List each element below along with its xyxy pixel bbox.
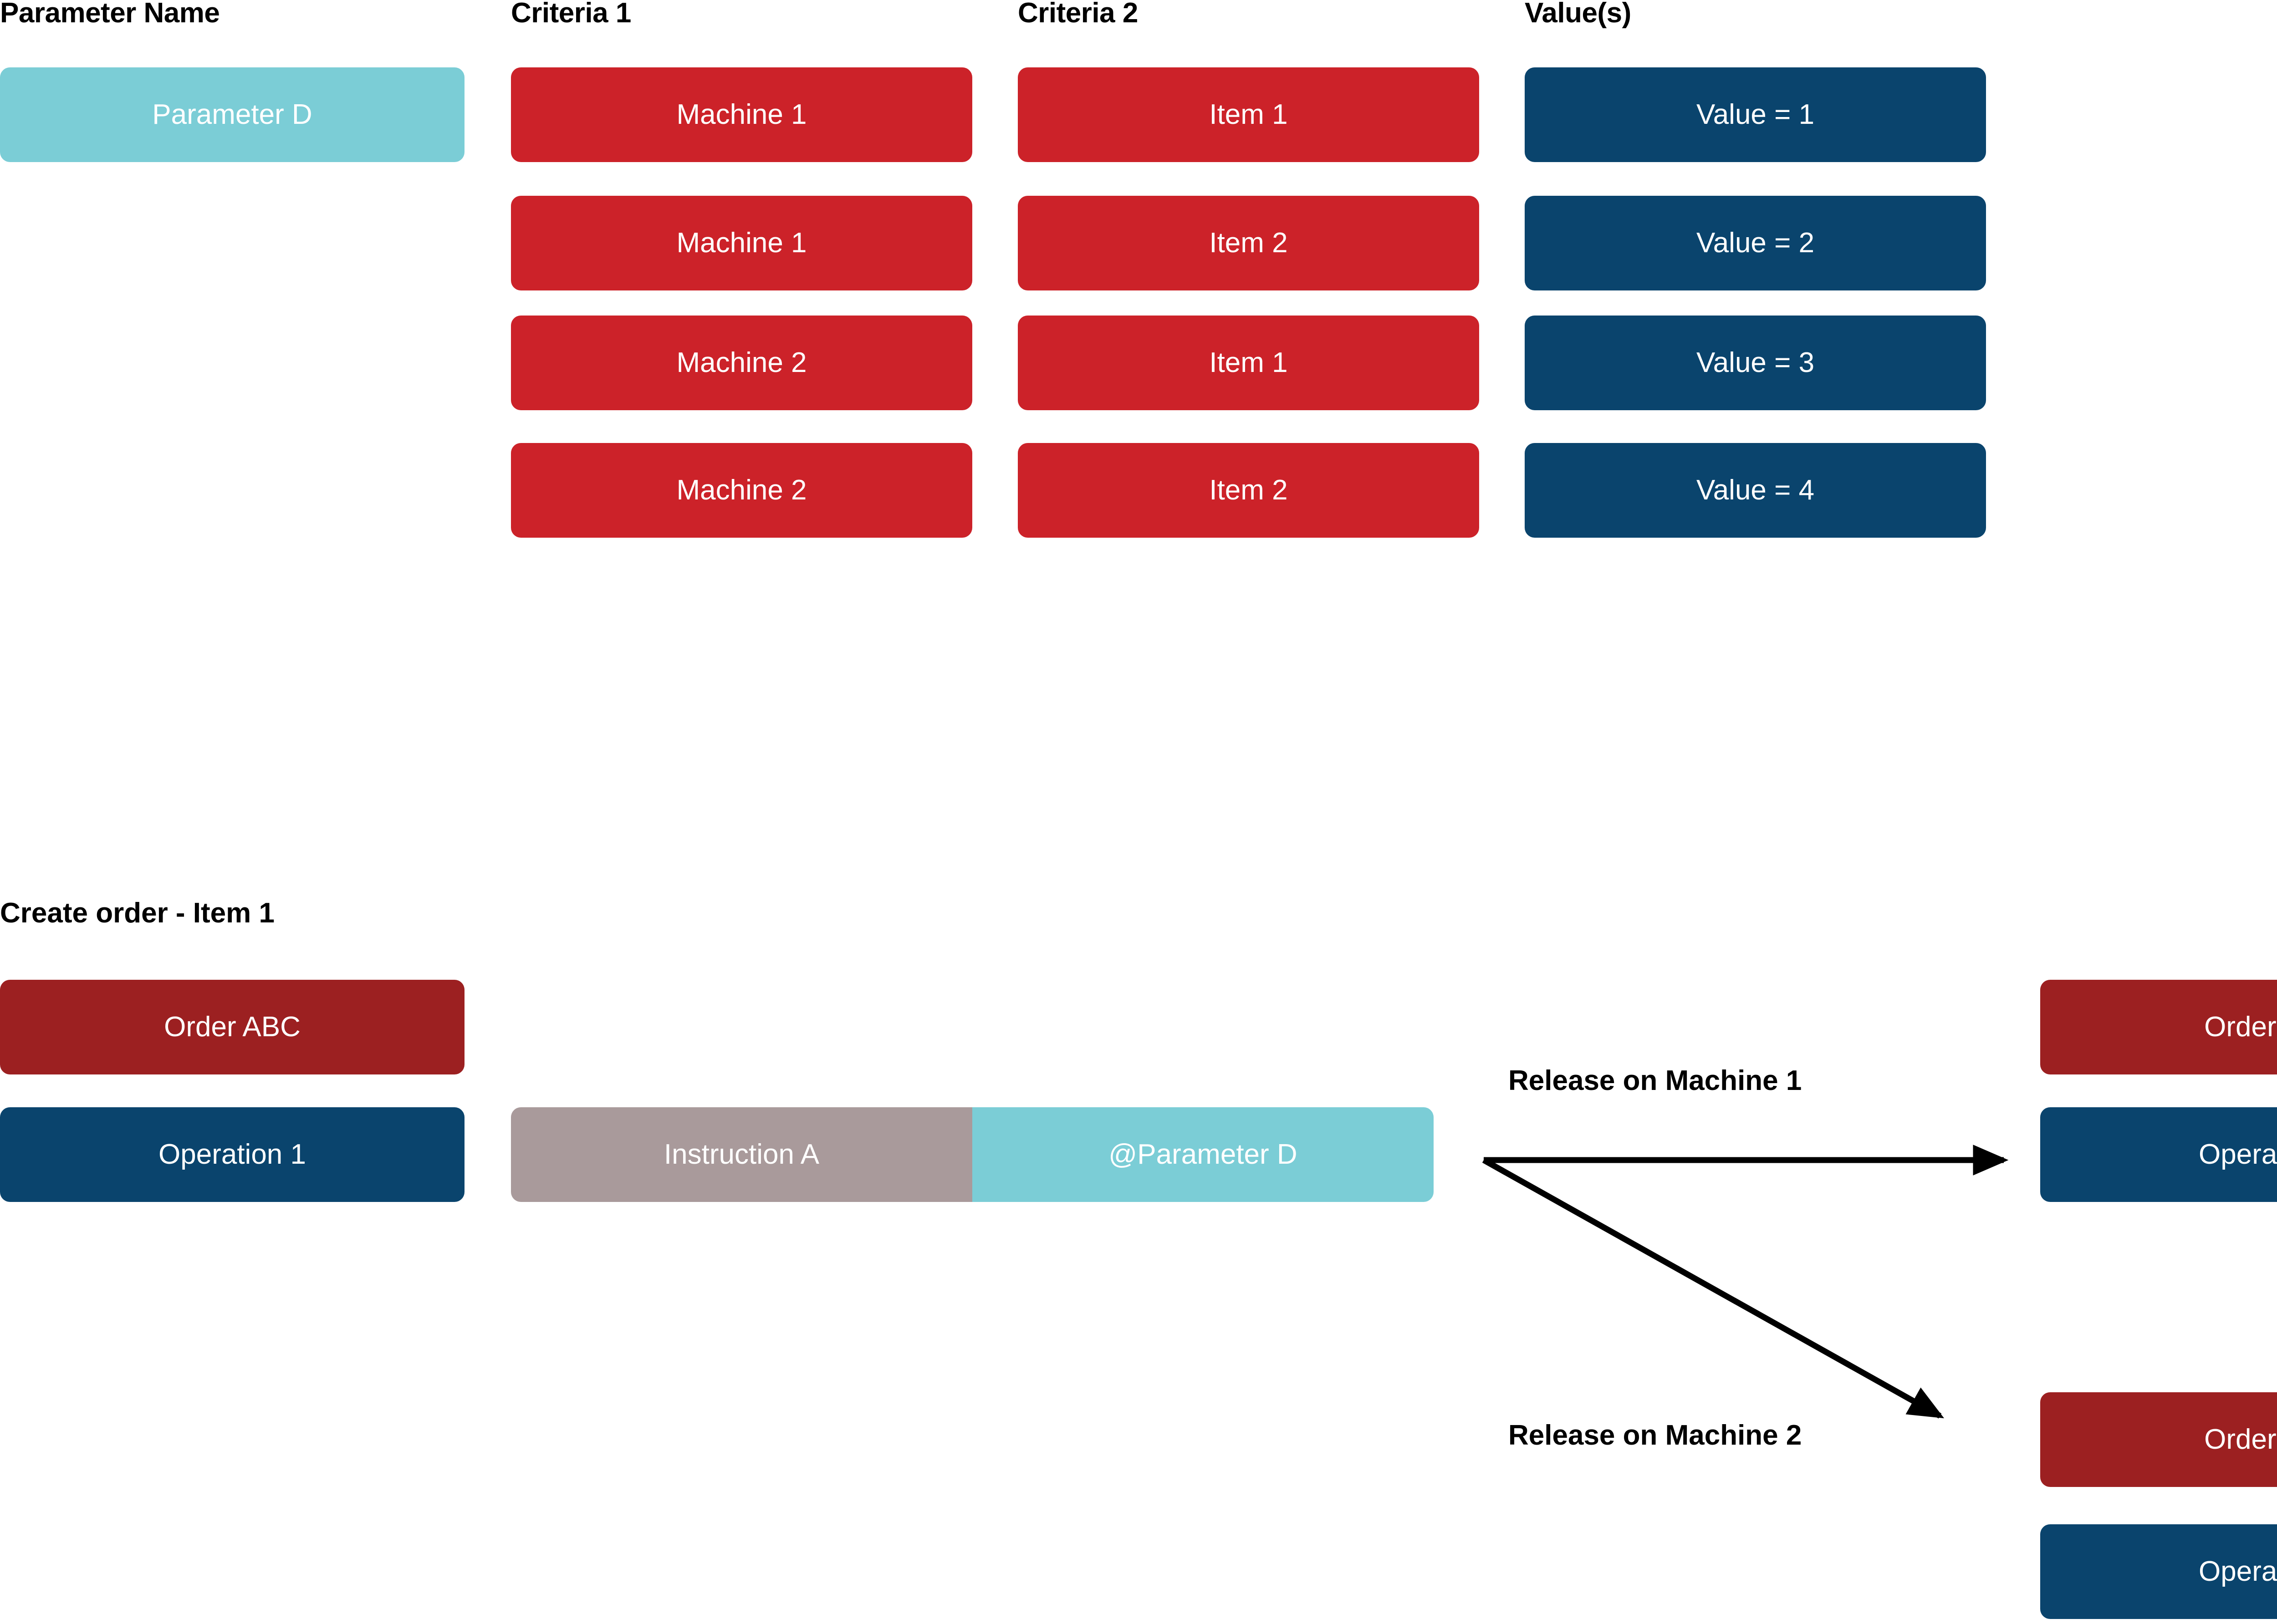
source-operation-box[interactable]: Operation 1 (0, 1107, 465, 1202)
result-2-operation-box[interactable]: Operation 1 (2040, 1524, 2277, 1619)
table-cell-criteria1-row4[interactable]: Machine 2 (511, 443, 972, 538)
result-1-order-box[interactable]: Order ABC (2040, 980, 2277, 1074)
source-instruction-box[interactable]: Instruction A (511, 1107, 972, 1202)
parameter-name-box[interactable]: Parameter D (0, 67, 465, 162)
column-header-values: Value(s) (1525, 0, 1631, 29)
column-header-criteria-1: Criteria 1 (511, 0, 631, 29)
table-cell-criteria1-row3[interactable]: Machine 2 (511, 316, 972, 410)
source-parameter-ref-box[interactable]: @Parameter D (972, 1107, 1434, 1202)
table-cell-criteria1-row1[interactable]: Machine 1 (511, 67, 972, 162)
result-1-operation-box[interactable]: Operation 1 (2040, 1107, 2277, 1202)
table-cell-criteria2-row4[interactable]: Item 2 (1018, 443, 1479, 538)
table-cell-value-row2[interactable]: Value = 2 (1525, 196, 1986, 290)
order-section-title: Create order - Item 1 (0, 897, 275, 929)
column-header-parameter-name: Parameter Name (0, 0, 220, 29)
table-cell-criteria2-row2[interactable]: Item 2 (1018, 196, 1479, 290)
result-2-order-box[interactable]: Order ABC (2040, 1392, 2277, 1487)
arrow-to-machine-2 (1482, 1157, 1945, 1419)
transition-label-machine-1: Release on Machine 1 (1508, 1065, 1802, 1096)
table-cell-value-row4[interactable]: Value = 4 (1525, 443, 1986, 538)
source-order-box[interactable]: Order ABC (0, 980, 465, 1074)
table-cell-value-row1[interactable]: Value = 1 (1525, 67, 1986, 162)
table-cell-criteria2-row3[interactable]: Item 1 (1018, 316, 1479, 410)
table-cell-criteria2-row1[interactable]: Item 1 (1018, 67, 1479, 162)
table-cell-criteria1-row2[interactable]: Machine 1 (511, 196, 972, 290)
table-cell-value-row3[interactable]: Value = 3 (1525, 316, 1986, 410)
column-header-criteria-2: Criteria 2 (1018, 0, 1138, 29)
transition-label-machine-2: Release on Machine 2 (1508, 1420, 1802, 1451)
